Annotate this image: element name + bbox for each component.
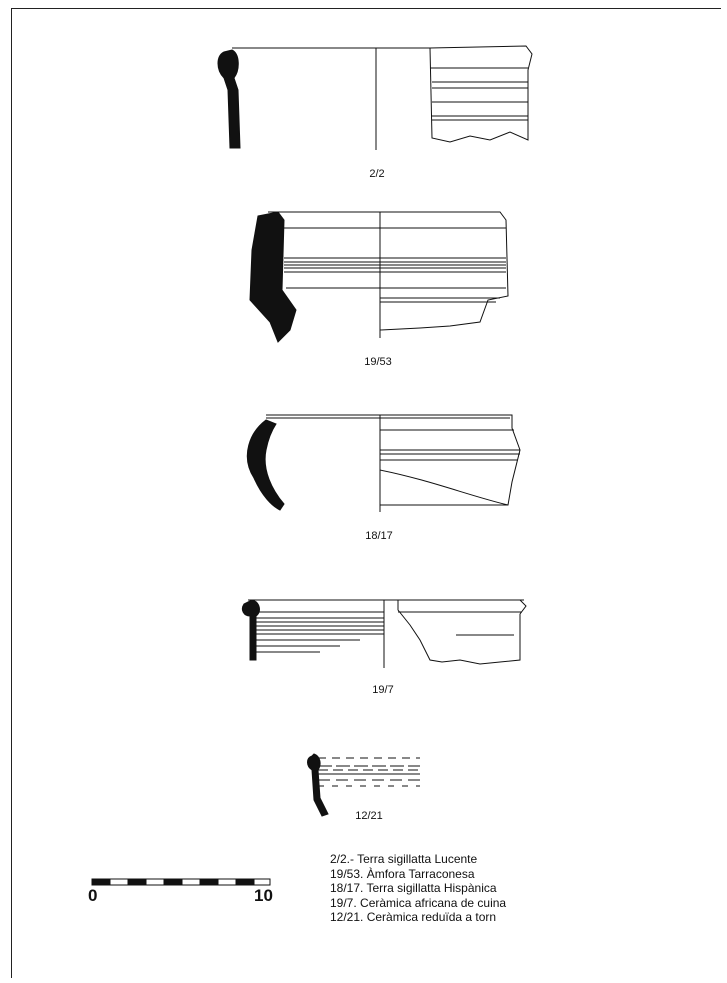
legend-item: 18/17. Terra sigillatta Hispànica (330, 881, 497, 895)
legend-item: 19/53. Àmfora Tarraconesa (330, 866, 475, 881)
legend-item: 2/2.- Terra sigillatta Lucente (330, 852, 478, 866)
fragment-18-17 (246, 414, 521, 512)
label-19-53: 19/53 (364, 356, 392, 368)
label-19-7: 19/7 (372, 684, 394, 696)
legend-item: 12/21. Ceràmica reduïda a torn (330, 910, 497, 924)
page-frame (11, 8, 721, 978)
fragment-19-7 (241, 599, 527, 668)
scale-bar (91, 878, 271, 886)
label-12-21: 12/21 (355, 810, 383, 822)
label-18-17: 18/17 (365, 530, 393, 542)
scale-start: 0 (88, 886, 98, 905)
fragment-19-53 (249, 211, 509, 343)
legend: 2/2.- Terra sigillatta Lucente 19/53. Àm… (330, 852, 506, 925)
legend-item: 19/7. Ceràmica africana de cuina (330, 895, 507, 910)
scale-end: 10 (254, 886, 273, 905)
label-2-2: 2/2 (369, 168, 385, 180)
fragment-2-2 (217, 45, 533, 150)
fragment-12-21 (307, 753, 420, 817)
